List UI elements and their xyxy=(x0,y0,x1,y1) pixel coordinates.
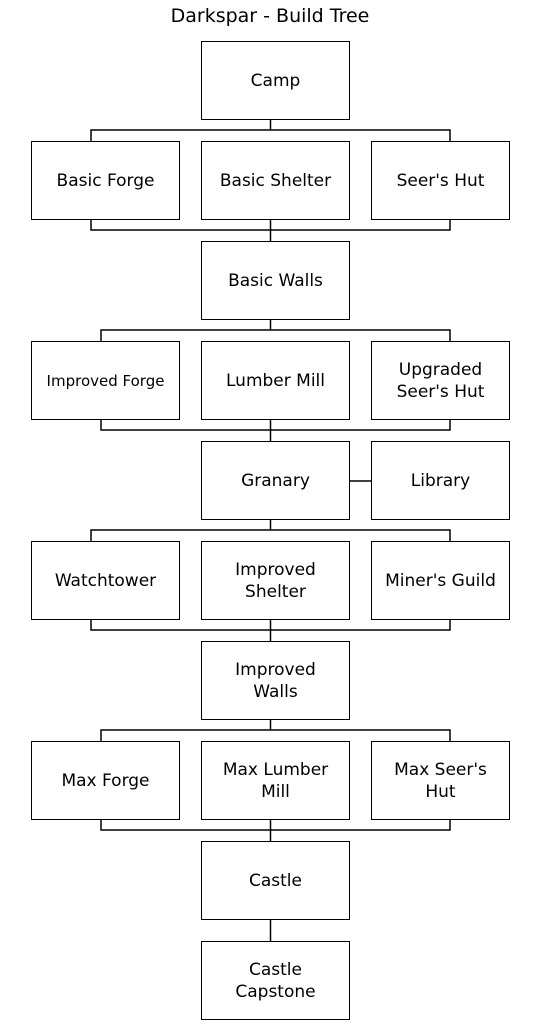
node-label: Granary xyxy=(241,470,310,491)
node-label: Lumber Mill xyxy=(226,370,325,391)
diagram-title: Darkspar - Build Tree xyxy=(170,5,370,27)
node-label: Basic Walls xyxy=(228,270,323,291)
node-camp: Camp xyxy=(201,41,350,120)
connector-camp-bracket xyxy=(90,129,451,141)
node-label: Miner's Guild xyxy=(385,570,496,591)
node-label: Library xyxy=(410,470,471,491)
node-label: Seer's Hut xyxy=(396,170,485,191)
connector-row7-merge xyxy=(100,820,451,831)
node-label: Improved Walls xyxy=(235,659,316,702)
node-improved-forge: Improved Forge xyxy=(31,341,180,420)
node-label: Max Seer's Hut xyxy=(394,759,487,802)
node-upgraded-seers-hut: Upgraded Seer's Hut xyxy=(371,341,510,420)
node-basic-forge: Basic Forge xyxy=(31,141,180,220)
node-basic-shelter: Basic Shelter xyxy=(201,141,350,220)
node-castle: Castle xyxy=(201,841,350,920)
node-improved-walls: Improved Walls xyxy=(201,641,350,720)
node-miners-guild: Miner's Guild xyxy=(371,541,510,620)
node-max-forge: Max Forge xyxy=(31,741,180,820)
node-lumber-mill: Lumber Mill xyxy=(201,341,350,420)
connector-granary-bracket xyxy=(90,529,451,541)
connector-row3-merge xyxy=(100,420,451,431)
node-label: Upgraded Seer's Hut xyxy=(396,359,485,402)
connector-basic-walls-bracket xyxy=(100,329,451,341)
node-label: Basic Forge xyxy=(56,170,155,191)
node-label: Watchtower xyxy=(54,570,157,591)
node-watchtower: Watchtower xyxy=(31,541,180,620)
node-improved-shelter: Improved Shelter xyxy=(201,541,350,620)
node-label: Max Forge xyxy=(61,770,150,791)
node-label: Improved Forge xyxy=(46,371,165,390)
node-label: Castle Capstone xyxy=(235,959,316,1002)
node-castle-capstone: Castle Capstone xyxy=(201,941,350,1020)
node-seers-hut: Seer's Hut xyxy=(371,141,510,220)
node-max-lumber-mill: Max Lumber Mill xyxy=(201,741,350,820)
node-max-seers-hut: Max Seer's Hut xyxy=(371,741,510,820)
node-basic-walls: Basic Walls xyxy=(201,241,350,320)
node-granary: Granary xyxy=(201,441,350,520)
node-label: Castle xyxy=(249,870,302,891)
node-label: Camp xyxy=(250,70,301,91)
connector-improved-walls-bracket xyxy=(100,729,451,741)
node-label: Basic Shelter xyxy=(219,170,332,191)
node-library: Library xyxy=(371,441,510,520)
node-label: Max Lumber Mill xyxy=(222,759,329,802)
node-label: Improved Shelter xyxy=(235,559,316,602)
